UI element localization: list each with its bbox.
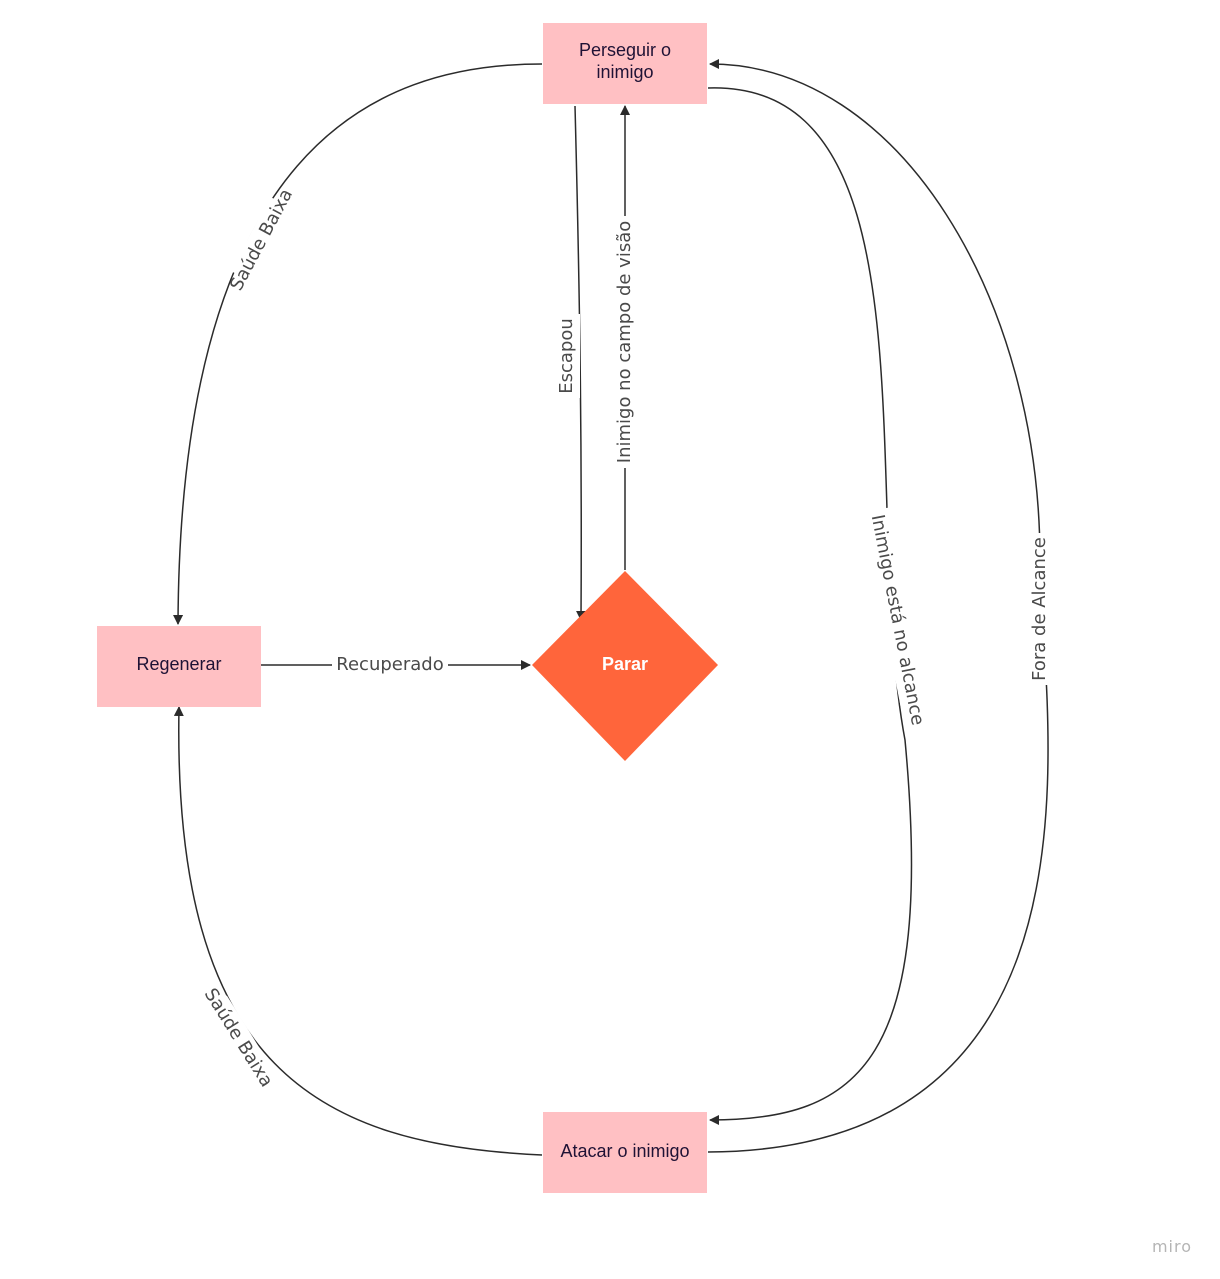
node-perseguir[interactable]: Perseguir o inimigo [543,23,707,104]
node-parar[interactable]: Parar [532,571,718,761]
node-regenerar[interactable]: Regenerar [97,626,261,707]
label-recuperado: Recuperado [332,652,448,678]
node-perseguir-label-line1: Perseguir o [579,40,671,60]
edge-perseguir-to-parar[interactable] [574,105,587,621]
edge-atacar-to-regenerar[interactable] [173,706,543,1156]
label-fora-alcance-text: Fora de Alcance [1029,537,1050,681]
edge-perseguir-to-regenerar[interactable] [173,63,543,625]
label-recuperado-text: Recuperado [336,654,443,675]
node-regenerar-label: Regenerar [136,654,221,674]
label-campo-visao-text: Inimigo no campo de visão [614,221,635,463]
label-saude-baixa-top-text: Saúde Baixa [226,185,297,294]
label-saude-baixa-bottom: Saúde Baixa [200,985,277,1091]
edge-atacar-to-perseguir[interactable] [707,59,1049,1153]
node-parar-label: Parar [602,654,648,674]
miro-watermark: miro [1152,1237,1192,1256]
label-campo-visao: Inimigo no campo de visão [612,216,638,468]
label-escapou: Escapou [554,314,580,398]
label-saude-baixa-top: Saúde Baixa [226,185,297,294]
node-atacar[interactable]: Atacar o inimigo [543,1112,707,1193]
label-fora-alcance: Fora de Alcance [1027,533,1053,685]
node-perseguir-label-line2: inimigo [596,62,653,82]
label-saude-baixa-bottom-text: Saúde Baixa [200,985,277,1091]
node-atacar-label: Atacar o inimigo [560,1141,689,1161]
label-no-alcance: Inimigo está no alcance [862,507,932,733]
label-escapou-text: Escapou [556,318,577,394]
